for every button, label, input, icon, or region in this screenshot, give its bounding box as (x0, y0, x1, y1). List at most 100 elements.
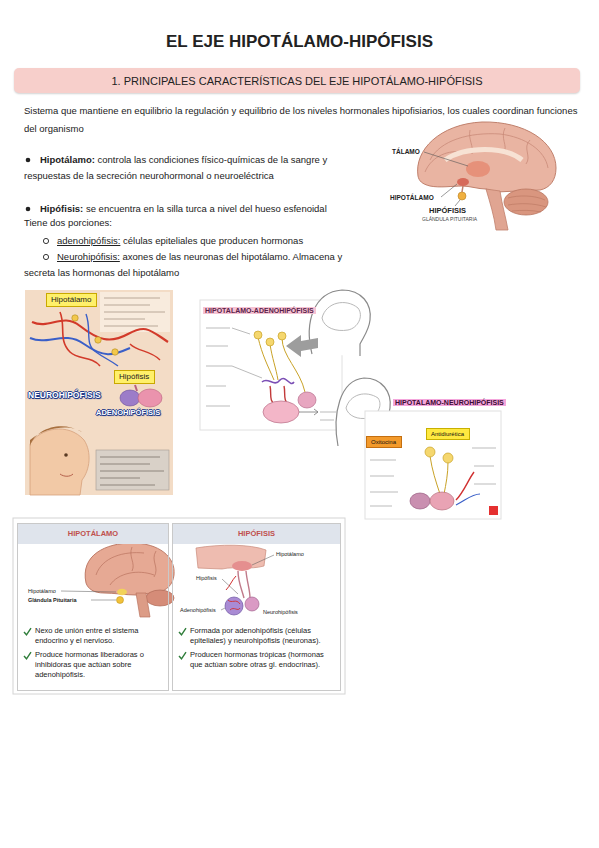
axis-plate (100, 457, 164, 485)
text-block: HIPOTÁLAMO (390, 193, 436, 202)
brain-illustration (508, 196, 546, 212)
brain-illustration (458, 192, 466, 200)
adenohypophysis-panel (232, 366, 262, 378)
brain-illustration (418, 122, 556, 192)
adenohypophysis-panel (206, 366, 232, 367)
image-label: Hipotálamo (28, 588, 56, 594)
text-block: Hipófisis (196, 574, 218, 582)
brain-illustration (418, 122, 556, 230)
card-brain (117, 597, 124, 604)
neurohypophysis-panel (370, 476, 394, 477)
adenohypophysis-panel (206, 346, 228, 347)
term: adenohipófisis: (57, 235, 120, 246)
image-label: NEUROHIPÓFISIS (28, 390, 101, 400)
axis-plate (100, 478, 140, 479)
axis-plate (95, 337, 101, 343)
check-mark (24, 628, 31, 635)
brain-illustration (441, 184, 457, 197)
text-block: Sistema que mantiene en equilibrio la re… (24, 102, 580, 138)
axis-plate (100, 292, 170, 332)
axis-plate (104, 326, 158, 327)
text-block: NEUROHIPÓFISIS (28, 389, 103, 401)
check-mark (24, 652, 31, 659)
adenohypophysis-panel (232, 328, 250, 334)
brain-illustration (462, 186, 463, 192)
card-brain (117, 589, 127, 595)
neurohypophysis-panel (489, 506, 498, 515)
card-pituitary (238, 571, 250, 598)
text-block: HIPOTALAMO-NEUROHIPÓFISIS (393, 398, 508, 408)
hormone-tag: Antidiurética (426, 428, 470, 440)
neurohypophysis-panel (410, 493, 430, 509)
adenohypophysis-panel (206, 328, 230, 329)
head-outline (322, 303, 360, 331)
card-bullet: Producen hormonas trópicas (hormonas que… (173, 650, 340, 674)
node-text: Antidiurética (431, 430, 464, 438)
check-mark (179, 652, 186, 659)
neurohypophysis-panel (474, 466, 494, 467)
panel-title: HIPOTALAMO-ADENOHIPÓFISIS (203, 307, 316, 314)
card-text: Producen hormonas trópicas (hormonas que… (190, 650, 335, 670)
leader-line (222, 579, 238, 594)
neurohypophysis-panel (370, 492, 398, 493)
neurohypophysis-panel (472, 448, 496, 449)
axis-plate (30, 429, 89, 495)
brain-illustration (486, 189, 508, 230)
axis-plate (60, 474, 73, 476)
axis-plate (72, 315, 78, 321)
check-mark (23, 627, 32, 636)
card-brain (85, 543, 174, 617)
axis-plate (96, 450, 169, 490)
axis-plate (104, 312, 165, 313)
bullet-marks (26, 207, 31, 212)
node-text: 1. PRINCIPALES CARACTERÍSTICAS DEL EJE H… (111, 75, 482, 87)
neurohypophysis-panel (365, 411, 501, 519)
head-outline (309, 290, 370, 356)
term: Hipófisis: (40, 203, 83, 214)
text-block: Glándula Pituitaria (28, 596, 78, 604)
adenohypophysis-panel (254, 331, 262, 339)
neurohypophysis-panel (425, 447, 435, 457)
image-label: Adenohipófisis (180, 607, 216, 613)
image-label: TÁLAMO (392, 148, 420, 155)
card-brain (96, 547, 156, 585)
panel-title: HIPOTALAMO-NEUROHIPÓFISIS (393, 399, 506, 406)
axis-plate (30, 338, 130, 354)
brain-illustration (466, 161, 490, 177)
card-brain (85, 543, 174, 595)
axis-plate (138, 389, 162, 407)
brain-illustration (503, 128, 505, 152)
neurohypophysis-panel (456, 494, 480, 505)
adenohypophysis-panel (278, 332, 286, 340)
adenohypophysis-panel (299, 409, 318, 415)
body-text: se encuentra en la silla turca a nivel d… (86, 203, 327, 214)
axis-plate (135, 385, 137, 391)
axis-plate (86, 314, 118, 366)
card-brain (146, 590, 174, 606)
card-bullet: Nexo de unión entre el sistema endocrino… (18, 626, 168, 650)
text-block: HIPÓFISIS (429, 206, 468, 216)
axis-plate (25, 290, 173, 495)
image-label: Neurohipófisis (263, 609, 298, 615)
axis-plate (100, 457, 160, 458)
card-pituitary (225, 597, 243, 615)
text-block: adenohipófisis:células epiteliales que p… (57, 233, 367, 249)
check-mark (179, 628, 186, 635)
body-text: Sistema que mantiene en equilibrio la re… (24, 105, 577, 134)
label-box: Hipotálamo (46, 293, 97, 307)
card-bullet: Produce hormonas liberadoras o inhibidor… (18, 650, 168, 684)
adenohypophysis-panel (206, 328, 262, 406)
image-label: ADENOHIPÓFISIS (96, 408, 160, 417)
text-block: Hipotálamo (28, 587, 57, 595)
axis-plate (120, 390, 140, 406)
image-label: HIPÓFISIS (429, 206, 466, 215)
adenohypophysis-panel (263, 401, 299, 423)
card-bullet: Formada por adenohipófisis (células epit… (173, 626, 340, 650)
axis-plate (64, 453, 68, 457)
axis-plate (100, 464, 150, 465)
neurohypophysis-panel (370, 506, 392, 507)
axis-plate (104, 298, 160, 299)
card-pituitary (196, 545, 266, 569)
text-block: Neurohipófisis (263, 608, 299, 616)
